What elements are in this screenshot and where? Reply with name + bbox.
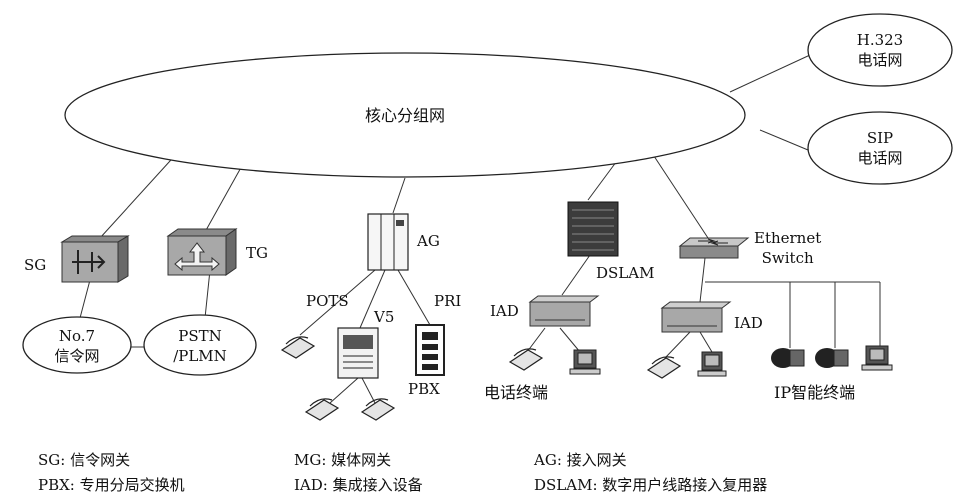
h323-line1: H.323 (856, 31, 904, 49)
pri-label: PRI (434, 292, 462, 310)
legend-iad: IAD: 集成接入设备 (294, 476, 423, 494)
ag-label: AG (417, 232, 440, 250)
ethernet-switch-label: Ethernet Switch (754, 228, 821, 268)
computer-icon (569, 349, 601, 375)
computer-icon (697, 351, 727, 377)
pbx-icon (415, 324, 445, 376)
phone-terminal-label: 电话终端 (484, 383, 549, 402)
pstn-line2: /PLMN (173, 347, 227, 365)
v5-switch-icon (337, 327, 379, 379)
phone-icon (508, 348, 544, 371)
iad-left-label: IAD (490, 302, 519, 320)
v5-label: V5 (374, 308, 395, 326)
sip-cloud-label: SIP 电话网 (830, 128, 930, 168)
dslam-icon (567, 201, 619, 257)
sip-cloud (807, 111, 953, 185)
legend-sg: SG: 信令网关 (38, 451, 131, 469)
ethernet-switch-icon (678, 237, 750, 259)
no7-cloud (22, 316, 132, 374)
phone-icon (280, 336, 316, 359)
legend-pbx: PBX: 专用分局交换机 (38, 476, 185, 494)
no7-line1: No.7 (58, 327, 96, 345)
h323-line2: 电话网 (857, 51, 903, 69)
dslam-label: DSLAM (596, 264, 655, 282)
ethernet-switch-line2: Switch (761, 249, 814, 267)
sip-line2: 电话网 (857, 149, 903, 167)
sg-label: SG (24, 256, 47, 274)
phone-icon (360, 398, 396, 421)
phone-icon (304, 398, 340, 421)
no7-line2: 信令网 (54, 347, 100, 365)
sg-device-icon (60, 235, 130, 283)
h323-cloud-label: H.323 电话网 (830, 30, 930, 70)
pots-label: POTS (306, 292, 349, 310)
ethernet-switch-line1: Ethernet (754, 229, 822, 247)
pbx-label: PBX (408, 380, 440, 398)
iad-right-label: IAD (734, 314, 763, 332)
iad-right-icon (660, 301, 732, 333)
pstn-cloud-label: PSTN /PLMN (160, 326, 240, 366)
pstn-cloud (143, 314, 257, 376)
tg-label: TG (246, 244, 268, 262)
legend-dslam: DSLAM: 数字用户线路接入复用器 (534, 476, 768, 494)
h323-cloud (807, 13, 953, 87)
ip-phone-icon (771, 348, 805, 368)
core-network-cloud (64, 52, 746, 178)
pstn-line1: PSTN (178, 327, 222, 345)
sip-line1: SIP (866, 129, 894, 147)
ag-device-icon (367, 213, 409, 271)
ip-phone-icon (815, 348, 849, 368)
phone-icon (646, 356, 682, 379)
legend-ag: AG: 接入网关 (534, 451, 627, 469)
iad-left-icon (528, 295, 600, 327)
legend-mg: MG: 媒体网关 (294, 451, 392, 469)
core-network-label: 核心分组网 (364, 106, 445, 125)
no7-cloud-label: No.7 信令网 (37, 326, 117, 366)
computer-icon (861, 345, 893, 371)
tg-device-icon (166, 228, 238, 276)
ip-terminal-label: IP智能终端 (774, 383, 856, 402)
